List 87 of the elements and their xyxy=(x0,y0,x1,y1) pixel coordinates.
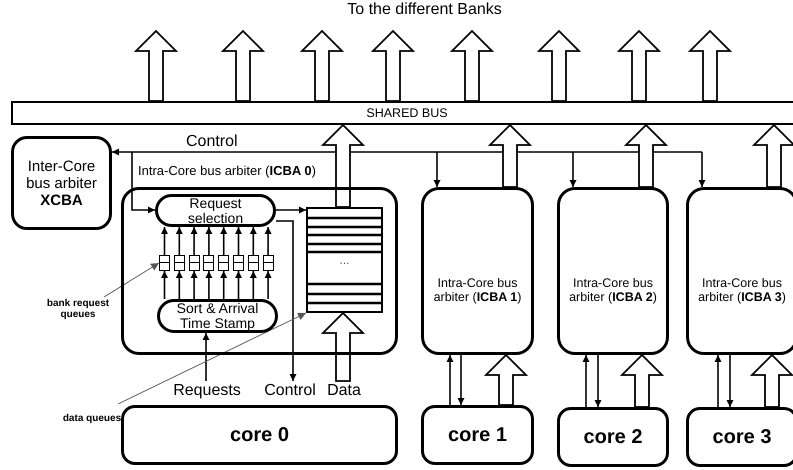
block-arrow xyxy=(620,354,664,408)
block-arrow xyxy=(134,30,178,102)
arrow xyxy=(235,271,242,299)
node-label: core 2 xyxy=(584,426,642,448)
box-shape xyxy=(174,255,185,271)
arrow xyxy=(698,152,706,187)
arrow xyxy=(161,227,168,255)
core-box xyxy=(421,405,534,465)
signal-label: Data xyxy=(324,381,364,401)
arrow xyxy=(220,227,228,255)
box-shape xyxy=(188,255,200,271)
arrow xyxy=(264,227,272,255)
block-arrow xyxy=(320,312,366,382)
block-arrow xyxy=(370,30,416,102)
process-pill xyxy=(155,194,276,227)
block-arrow xyxy=(624,124,668,188)
block-arrow xyxy=(320,124,366,208)
heading-text: To the different Banks xyxy=(346,1,503,19)
node-label: Request selection xyxy=(186,196,244,226)
box-shape xyxy=(218,255,230,271)
arrow xyxy=(176,271,183,299)
arbiter-box xyxy=(421,187,534,355)
box-shape xyxy=(262,255,274,271)
block-arrow xyxy=(688,30,732,102)
node-label: Inter-Core bus arbiter XCBA xyxy=(26,158,97,208)
node-label: core 3 xyxy=(712,426,772,448)
leader-line xyxy=(118,312,306,404)
annotation-text: data queues xyxy=(62,404,122,432)
arrow xyxy=(276,220,296,381)
arrow xyxy=(276,206,306,214)
block-arrow xyxy=(220,30,266,102)
arrow xyxy=(264,271,272,299)
arrow xyxy=(220,271,228,299)
block-arrow xyxy=(750,354,793,408)
block-arrow xyxy=(616,30,662,102)
shared-bus-bar xyxy=(11,101,793,125)
box-shape xyxy=(248,255,259,271)
node-label: ... xyxy=(339,253,350,267)
arrow xyxy=(205,227,212,255)
arbiter-box xyxy=(11,136,112,230)
arrow xyxy=(202,333,210,381)
arrow xyxy=(250,271,257,299)
node-label: Intra-Core bus arbiter (ICBA 3) xyxy=(697,276,787,304)
signal-label: Requests xyxy=(166,381,248,401)
arrow xyxy=(250,227,257,255)
block-arrow xyxy=(300,30,344,102)
signal-label: Control xyxy=(259,381,321,401)
arrow xyxy=(714,355,722,407)
core-box xyxy=(121,405,398,465)
block-arrow xyxy=(484,354,528,406)
queue-stack xyxy=(306,207,383,313)
node-label: Sort & Arrival Time Stamp xyxy=(176,301,260,331)
arrow xyxy=(235,227,242,255)
arbiter-box xyxy=(686,187,793,355)
box-shape xyxy=(233,255,244,271)
arrow xyxy=(161,271,168,299)
box-shape xyxy=(203,255,214,271)
arrow xyxy=(458,355,464,405)
arbiter-box xyxy=(557,187,669,355)
node-label: core 1 xyxy=(448,424,507,446)
arrow xyxy=(726,355,734,407)
node-label: core 0 xyxy=(230,424,289,446)
arrow xyxy=(582,355,590,407)
arrow xyxy=(570,152,576,187)
block-arrow xyxy=(752,124,793,188)
annotation-text: bank request queues xyxy=(46,288,110,330)
leader-line xyxy=(104,262,160,298)
arrow xyxy=(112,148,702,156)
arrow xyxy=(205,271,212,299)
arrow xyxy=(446,355,454,405)
arrow xyxy=(594,355,602,407)
core-box xyxy=(686,407,793,467)
node-heading: Intra-Core bus arbiter (ICBA 0) xyxy=(138,163,316,178)
arrow xyxy=(434,152,440,187)
block-arrow xyxy=(488,124,532,188)
node-label: Intra-Core bus arbiter (ICBA 2) xyxy=(568,276,658,304)
process-pill xyxy=(157,299,278,333)
node-label: SHARED BUS xyxy=(366,106,448,120)
node-label: Intra-Core bus arbiter (ICBA 1) xyxy=(432,276,522,304)
block-arrow xyxy=(450,30,494,102)
arrow xyxy=(176,227,183,255)
box-shape xyxy=(159,255,170,271)
arrow xyxy=(131,152,155,214)
core-box xyxy=(557,407,669,467)
arrow xyxy=(190,271,198,299)
block-arrow xyxy=(536,30,582,102)
arrow xyxy=(190,227,198,255)
